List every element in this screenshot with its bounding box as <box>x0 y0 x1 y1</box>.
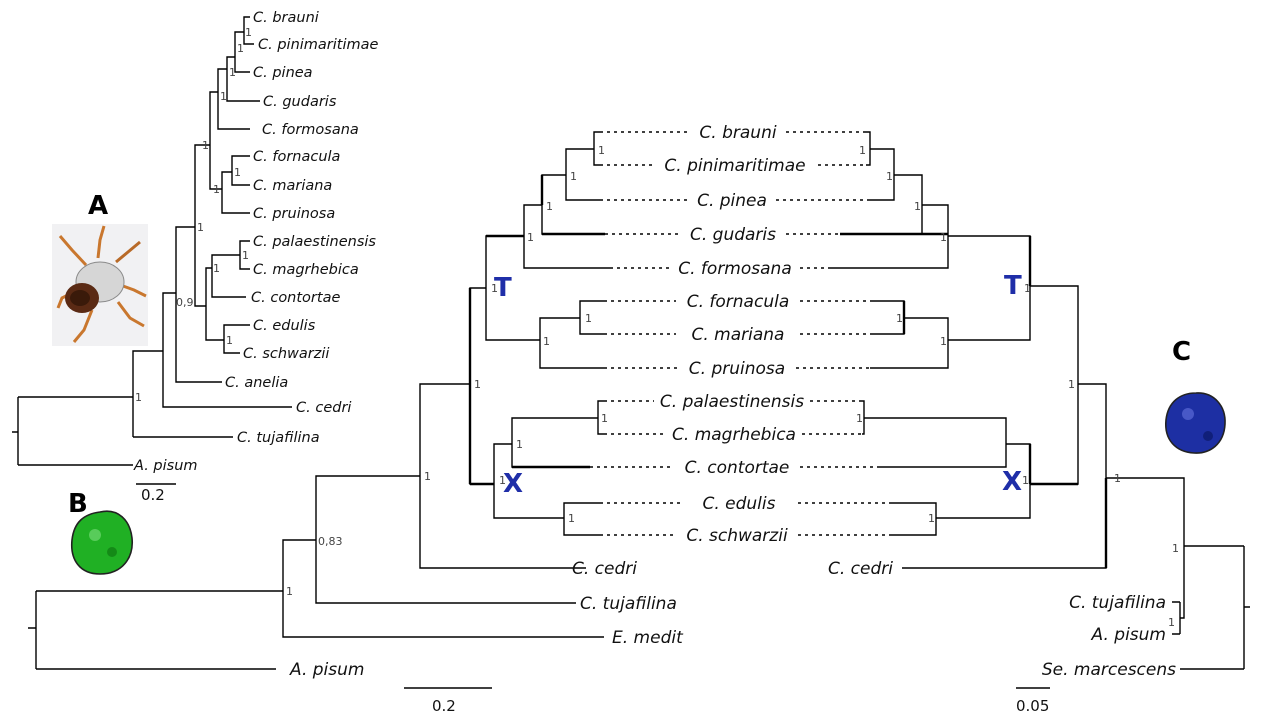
a-tip-16: A. pisum <box>133 458 198 474</box>
left-support: 1 <box>527 231 534 244</box>
a-tip-0: C. brauni <box>253 10 319 26</box>
left-support: 1 <box>499 474 506 487</box>
left-support: 1 <box>568 512 575 525</box>
right-support-x: 1 <box>1022 474 1029 487</box>
a-support: 1 <box>197 221 204 234</box>
panel-label-b: B <box>68 489 88 519</box>
a-tip-8: C. palaestinensis <box>253 234 376 250</box>
left-support: 1 <box>474 378 481 391</box>
a-tip-12: C. schwarzii <box>243 346 329 362</box>
a-support: 1 <box>213 183 220 196</box>
c-tip-tujafilina: C. tujafilina <box>1069 593 1166 613</box>
a-tip-15: C. tujafilina <box>237 430 320 446</box>
a-support: 1 <box>245 26 252 39</box>
left-support: 1 <box>601 412 608 425</box>
a-tip-7: C. pruinosa <box>253 206 335 222</box>
a-tip-1: C. pinimaritimae <box>258 37 379 53</box>
a-tip-10: C. contortae <box>251 290 340 306</box>
a-tip-14: C. cedri <box>296 400 351 416</box>
left-support: 1 <box>491 282 498 295</box>
left-support: 1 <box>585 312 592 325</box>
center-tip-8: C. palaestinensis <box>660 392 804 412</box>
left-support: 1 <box>543 335 550 348</box>
left-support: 1 <box>546 200 553 213</box>
center-tip-11: C. edulis <box>702 494 775 514</box>
left-support: 1 <box>570 170 577 183</box>
left-support: 1 <box>516 438 523 451</box>
right-support: 1 <box>859 144 866 157</box>
left-outgroup-apisum: A. pisum <box>289 660 364 680</box>
left-support: 0,83 <box>318 535 343 548</box>
a-tip-13: C. anelia <box>225 375 288 391</box>
c-support: 1 <box>1168 616 1175 629</box>
right-support: 1 <box>856 412 863 425</box>
left-support: 1 <box>286 585 293 598</box>
left-outgroup-emedit: E. medit <box>612 628 684 648</box>
center-tip-7: C. pruinosa <box>689 359 785 379</box>
left-outgroup-tujafilina: C. tujafilina <box>580 594 677 614</box>
blue-cell-illustration <box>1165 392 1226 454</box>
a-support: 1 <box>135 391 142 404</box>
c-support: 1 <box>1172 542 1179 555</box>
a-tip-4: C. formosana <box>262 122 359 138</box>
a-tip-5: C. fornacula <box>253 149 340 165</box>
right-support: 1 <box>914 200 921 213</box>
a-scale-label: 0.2 <box>141 486 165 504</box>
c-support: 1 <box>1114 472 1121 485</box>
right-outgroup-cedri: C. cedri <box>828 559 893 579</box>
center-tip-1: C. pinimaritimae <box>664 156 805 176</box>
center-tip-10: C. contortae <box>685 458 790 478</box>
left-outgroup-cedri: C. cedri <box>572 559 637 579</box>
right-support: 1 <box>896 312 903 325</box>
center-scale-label: 0.2 <box>432 697 456 715</box>
a-tip-2: C. pinea <box>253 65 313 81</box>
a-tip-9: C. magrhebica <box>253 262 359 278</box>
a-support: 1 <box>220 90 227 103</box>
right-support: 1 <box>940 231 947 244</box>
center-tip-6: C. mariana <box>692 325 785 345</box>
c-scale-label: 0.05 <box>1016 697 1049 715</box>
a-support: 1 <box>226 334 233 347</box>
right-support: 1 <box>940 335 947 348</box>
marker-t-left: T <box>494 273 512 303</box>
c-tip-apisum: A. pisum <box>1091 625 1166 645</box>
panel-label-c: C <box>1172 337 1191 367</box>
a-tip-3: C. gudaris <box>263 94 337 110</box>
c-tip-marcescens: Se. marcescens <box>1042 660 1176 680</box>
center-tip-3: C. gudaris <box>690 225 776 245</box>
marker-x-right: X <box>1002 467 1022 497</box>
center-tip-12: C. schwarzii <box>686 526 788 546</box>
left-support: 1 <box>598 144 605 157</box>
green-cell-illustration <box>71 510 133 575</box>
center-left-tree <box>28 131 690 670</box>
c-support: 1 <box>1068 378 1075 391</box>
a-support: 1 <box>202 139 209 152</box>
center-tip-5: C. fornacula <box>687 292 790 312</box>
panel-a-tree: C. brauni C. pinimaritimae C. pinea C. g… <box>12 10 379 504</box>
a-tip-11: C. edulis <box>253 318 316 334</box>
right-support: 1 <box>886 170 893 183</box>
right-support-t: 1 <box>1024 282 1031 295</box>
right-support: 1 <box>928 512 935 525</box>
marker-t-right: T <box>1004 271 1022 301</box>
a-support: 1 <box>237 42 244 55</box>
center-tip-2: C. pinea <box>697 191 767 211</box>
center-tip-9: C. magrhebica <box>672 425 796 445</box>
left-support: 1 <box>424 470 431 483</box>
a-support: 0,9 <box>176 296 194 309</box>
center-tip-0: C. brauni <box>699 123 776 143</box>
a-support: 1 <box>229 66 236 79</box>
marker-x-left: X <box>503 469 523 499</box>
panel-label-a: A <box>88 191 108 221</box>
center-right-tree <box>776 131 1250 670</box>
a-support: 1 <box>234 166 241 179</box>
a-support: 1 <box>242 249 249 262</box>
a-tip-6: C. mariana <box>253 178 332 194</box>
a-support: 1 <box>213 262 220 275</box>
center-tip-4: C. formosana <box>678 259 791 279</box>
aphid-illustration <box>52 224 148 346</box>
